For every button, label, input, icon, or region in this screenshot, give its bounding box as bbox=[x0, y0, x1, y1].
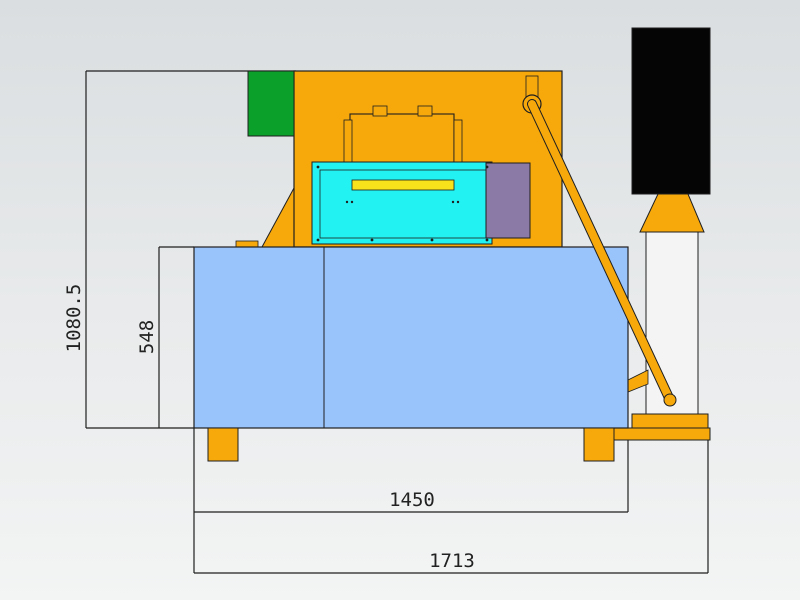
filter-pipe bbox=[645, 231, 699, 419]
dimension-lines bbox=[85, 70, 709, 574]
dim-total-height-label: 1080.5 bbox=[63, 284, 85, 353]
filter-base bbox=[631, 413, 709, 429]
tank-body bbox=[193, 246, 629, 429]
tank-foot-left bbox=[207, 427, 239, 462]
window-frame bbox=[311, 161, 493, 245]
coolant-arm bbox=[527, 99, 677, 407]
filter-connector bbox=[627, 369, 649, 393]
dim-overall-length-label: 1713 bbox=[429, 550, 475, 572]
upper-housing bbox=[235, 70, 563, 248]
cover-side-left bbox=[343, 119, 353, 165]
blade-strip bbox=[351, 179, 455, 191]
tank-foot-right bbox=[583, 427, 615, 462]
dim-tank-height-label: 548 bbox=[136, 320, 158, 354]
control-box bbox=[485, 162, 531, 239]
housing-side-brace bbox=[261, 187, 295, 248]
arm-end-cap bbox=[663, 393, 677, 407]
dim-tank-length-label: 1450 bbox=[389, 489, 435, 511]
filter-base-plate bbox=[611, 427, 711, 441]
small-bracket bbox=[235, 240, 259, 248]
filter-tower bbox=[611, 27, 711, 441]
cover-hinge-left bbox=[372, 105, 388, 117]
cover-side-right bbox=[453, 119, 463, 165]
filter-cartridge bbox=[631, 27, 711, 195]
cover-hinge-right bbox=[417, 105, 433, 117]
coolant-tank bbox=[193, 246, 629, 462]
window-bolts bbox=[316, 165, 489, 242]
arm-body bbox=[528, 100, 674, 404]
motor-block bbox=[247, 70, 295, 137]
filter-cone bbox=[639, 193, 705, 233]
